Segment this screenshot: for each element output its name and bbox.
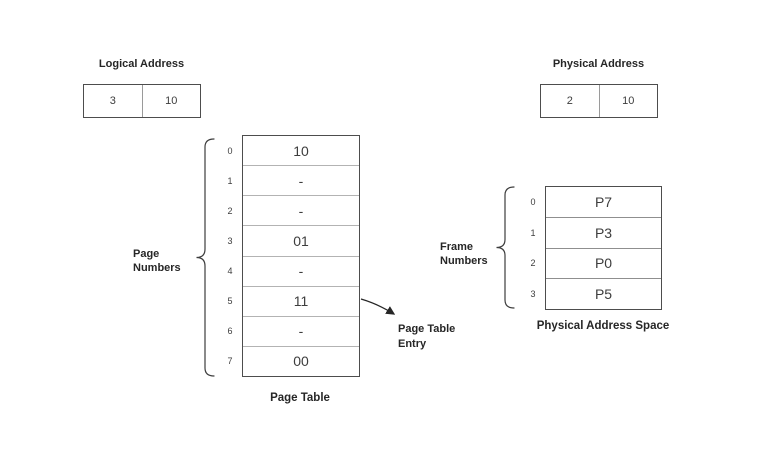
frame-row-index: 0 bbox=[530, 196, 536, 207]
physical-address-space-table: 0 P7 1 P3 2 P0 3 P5 bbox=[530, 186, 662, 310]
page-numbers-label-line2: Numbers bbox=[133, 262, 181, 274]
page-table-row: 5 11 bbox=[227, 285, 359, 316]
physical-address-frame-bits: 2 bbox=[541, 85, 600, 117]
page-table-row: 3 01 bbox=[227, 225, 359, 255]
frame-row-index: 3 bbox=[530, 289, 536, 300]
page-table-entry-arrow bbox=[360, 298, 396, 315]
frame-row-value: P7 bbox=[594, 193, 613, 210]
logical-address-box: 3 10 bbox=[83, 84, 201, 118]
logical-address-offset-bits: 10 bbox=[165, 95, 178, 107]
page-table-row-value: 10 bbox=[293, 142, 309, 159]
frame-row: 0 P7 bbox=[530, 187, 661, 217]
page-numbers-brace bbox=[196, 138, 215, 377]
page-numbers-label-line1: Page bbox=[133, 248, 160, 260]
page-table-row-value: - bbox=[298, 323, 304, 340]
page-table-row-index: 7 bbox=[227, 356, 233, 367]
page-table-row: 0 10 bbox=[227, 136, 359, 165]
page-table-row-value: 01 bbox=[293, 232, 309, 249]
frame-numbers-label-line2: Numbers bbox=[440, 255, 488, 267]
page-table-entry-label-line2: Entry bbox=[398, 338, 427, 350]
page-table-row-index: 0 bbox=[227, 145, 233, 156]
page-table-row-value: 00 bbox=[293, 353, 309, 370]
frame-numbers-brace bbox=[496, 186, 515, 309]
page-table-row-index: 5 bbox=[227, 296, 233, 307]
page-table-entry-label: Page Table Entry bbox=[398, 322, 455, 352]
page-table-row: 4 - bbox=[227, 255, 359, 286]
page-table-row-value: - bbox=[298, 202, 304, 219]
frame-row-index: 1 bbox=[530, 227, 536, 238]
page-table-row-index: 6 bbox=[227, 326, 233, 337]
page-table-row-value: - bbox=[298, 172, 304, 189]
frame-row: 3 P5 bbox=[530, 278, 661, 309]
physical-address-offset-bits: 10 bbox=[622, 95, 635, 107]
frame-row-value: P0 bbox=[594, 255, 613, 272]
page-numbers-label: Page Numbers bbox=[133, 247, 181, 275]
page-table-row-index: 3 bbox=[227, 235, 233, 246]
logical-address-page-bits: 3 bbox=[84, 85, 143, 117]
page-table-row: 6 - bbox=[227, 315, 359, 346]
page-table-row-index: 4 bbox=[227, 266, 233, 277]
page-table-row-index: 2 bbox=[227, 205, 233, 216]
page-table-row-value: 11 bbox=[293, 293, 309, 310]
physical-address-space-caption: Physical Address Space bbox=[536, 320, 670, 332]
frame-row-value: P5 bbox=[594, 286, 613, 303]
physical-address-box: 2 10 bbox=[540, 84, 658, 118]
page-table-caption: Page Table bbox=[270, 392, 330, 404]
frame-row-value: P3 bbox=[594, 224, 613, 241]
page-table-row: 7 00 bbox=[227, 345, 359, 376]
frame-row: 2 P0 bbox=[530, 247, 661, 279]
page-table-row-index: 1 bbox=[227, 175, 233, 186]
page-table-row-value: - bbox=[298, 263, 304, 280]
frame-row-index: 2 bbox=[530, 258, 536, 269]
physical-address-title: Physical Address bbox=[552, 58, 645, 70]
page-table-row: 2 - bbox=[227, 195, 359, 225]
page-table-entry-label-line1: Page Table bbox=[398, 323, 456, 335]
page-table-row: 1 - bbox=[227, 165, 359, 195]
page-table: 0 10 1 - 2 - 3 01 4 - 5 11 6 - 7 00 bbox=[227, 135, 360, 377]
logical-address-title: Logical Address bbox=[98, 58, 185, 70]
frame-numbers-label: Frame Numbers bbox=[440, 240, 488, 268]
frame-row: 1 P3 bbox=[530, 216, 661, 248]
frame-numbers-label-line1: Frame bbox=[440, 241, 474, 253]
